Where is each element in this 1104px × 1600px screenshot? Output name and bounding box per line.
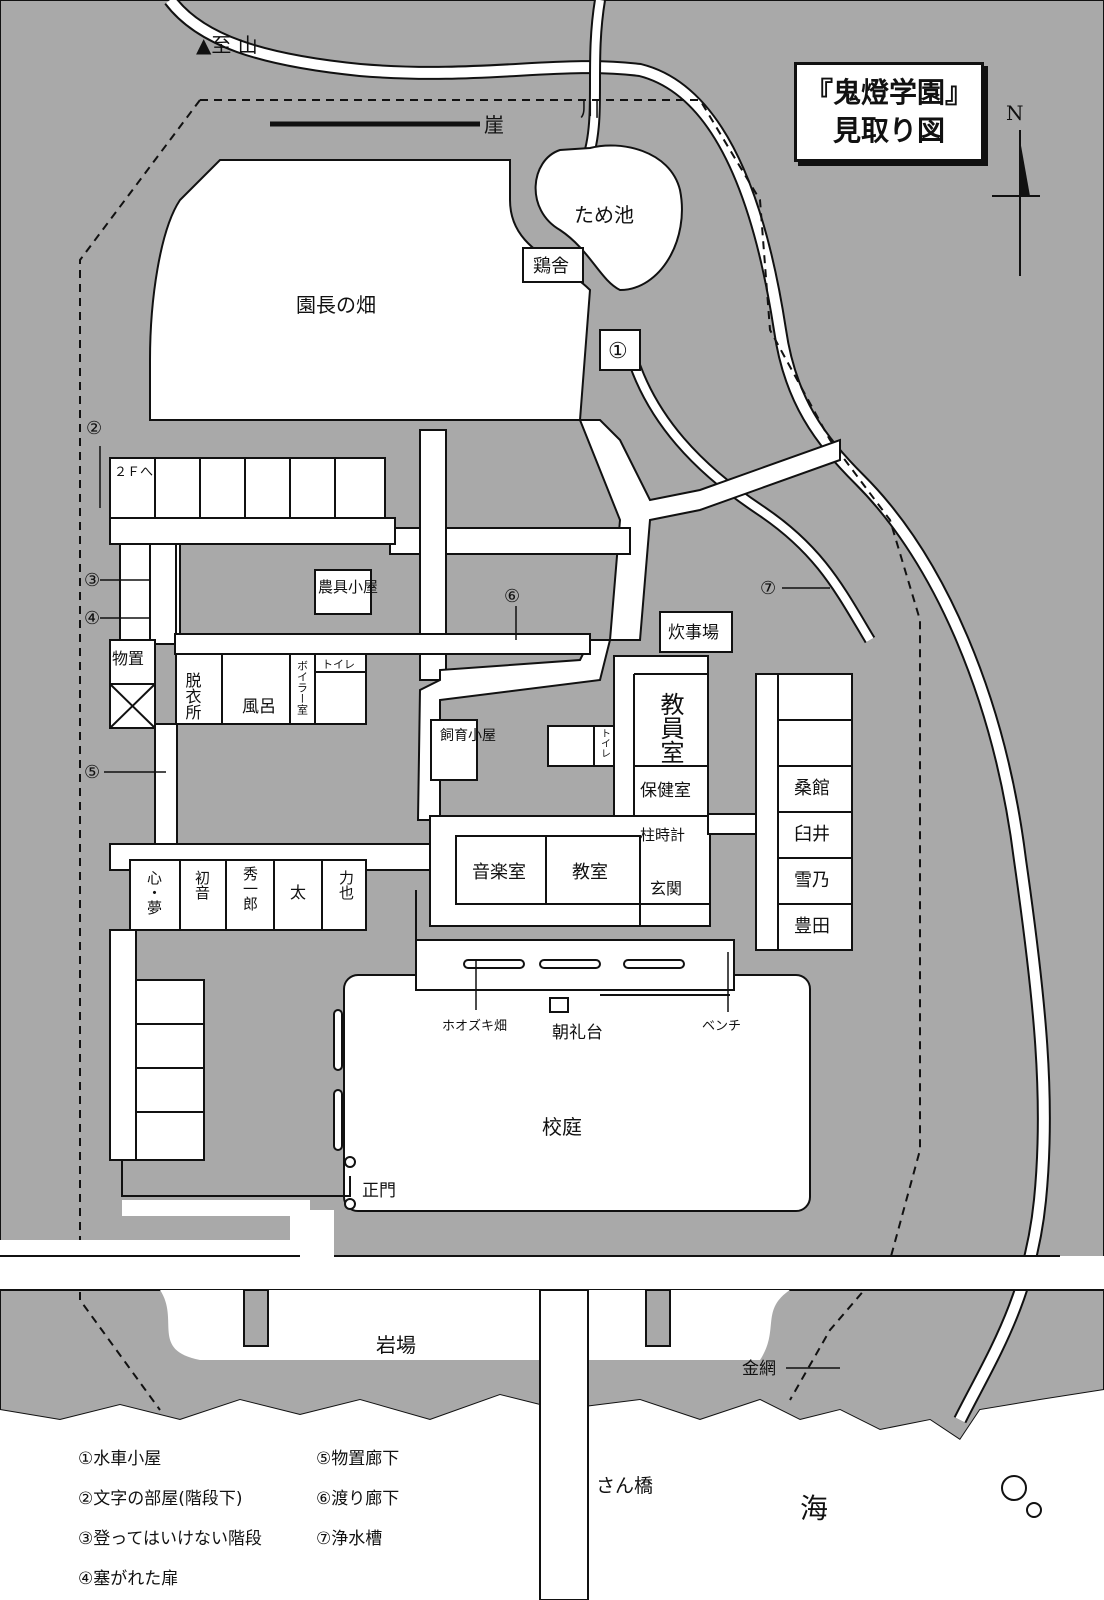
rocks-label: 岩場 (376, 1333, 416, 1357)
legend: ①水車小屋 ②文字の部屋(階段下) ③登ってはいけない階段 ④塞がれた扉 ⑤物置… (0, 1430, 560, 1600)
tool-shed-building (314, 569, 372, 615)
room-shin-yume-label: 心・夢 (145, 870, 163, 915)
dressing-room-label: 脱衣所 (183, 672, 202, 720)
storage-label: 物置 (112, 649, 144, 668)
bench-label: ベンチ (702, 1019, 741, 1034)
marker-5: ⑤ (84, 762, 100, 783)
schoolyard-area (343, 974, 811, 1212)
legend-item: ④塞がれた扉 (78, 1569, 179, 1589)
marker-2: ② (86, 418, 102, 439)
pier-structure (539, 1289, 589, 1600)
cliff-label: 崖 (484, 113, 504, 137)
marker-6: ⑥ (504, 586, 520, 607)
gate-post (344, 1156, 356, 1168)
toilet2-label: トイレ (599, 728, 611, 758)
to-mountain-label: ▲至 山 (196, 33, 258, 57)
boiler-label: ボイラー室 (296, 660, 309, 715)
sea-rock (1026, 1502, 1042, 1518)
legend-item: ②文字の部屋(階段下) (78, 1489, 243, 1509)
sea-label: 海 (800, 1492, 828, 1525)
marker-4: ④ (84, 608, 100, 629)
music-room-label: 音楽室 (472, 862, 526, 883)
marker-7: ⑦ (760, 578, 776, 599)
director-field-label: 園長の畑 (296, 293, 376, 317)
waterwheel-marker: ① (608, 339, 628, 364)
schoolyard-label: 校庭 (542, 1115, 582, 1139)
room-hideichiro-label: 秀一郎 (241, 866, 259, 911)
hozuki-field-label: ホオズキ畑 (442, 1018, 507, 1034)
bath-label: 風呂 (242, 697, 276, 717)
legend-item: ①水車小屋 (78, 1449, 162, 1469)
west-dorm-upper (109, 457, 396, 645)
corridor-6 (174, 633, 591, 655)
chicken-coop-building (522, 247, 584, 283)
breeding-hut-label: 飼育小屋 (440, 728, 496, 744)
main-gate-label: 正門 (362, 1181, 396, 1201)
marker-3: ③ (84, 570, 100, 591)
room-toyota-label: 豊田 (794, 916, 830, 937)
waterwheel-hut (599, 329, 641, 371)
pond-label: ため池 (574, 203, 634, 227)
toilet1-label: トイレ (322, 658, 355, 671)
legend-item: ⑦浄水槽 (316, 1529, 383, 1549)
legend-item: ⑥渡り廊下 (316, 1489, 400, 1509)
room-futoshi-label: 太 (290, 883, 306, 902)
morning-stand-label: 朝礼台 (552, 1023, 603, 1043)
classroom-label: 教室 (572, 862, 608, 883)
room-hatsune-label: 初音 (193, 870, 211, 900)
director-field (149, 159, 592, 421)
pier-label: さん橋 (596, 1475, 653, 1497)
river-label: 川 (580, 97, 600, 121)
morning-stand-box (549, 997, 569, 1013)
tool-shed-label: 農具小屋 (318, 578, 378, 596)
compass-label: N (1006, 101, 1024, 125)
legend-item: ③登ってはいけない階段 (78, 1529, 263, 1549)
east-dorm (755, 673, 853, 951)
south-road (0, 1160, 310, 1280)
breeding-hut-building (430, 719, 478, 781)
room-rikiya-label: 力也 (337, 870, 355, 900)
hozuki-rows (333, 959, 685, 1151)
staff-room-label: 教員室 (656, 692, 684, 764)
room-kuwadate-label: 桑館 (794, 778, 830, 799)
kitchen-label: 炊事場 (668, 623, 719, 643)
room-usui-label: 臼井 (794, 824, 830, 845)
gate-post (344, 1198, 356, 1210)
room-yukino-label: 雪乃 (794, 870, 830, 891)
map-title: 『鬼燈学園』 見取り図 (794, 62, 984, 162)
legend-item: ⑤物置廊下 (316, 1449, 400, 1469)
to-2f-label: ２Ｆへ (114, 465, 153, 480)
chicken-coop-label: 鶏舎 (533, 256, 569, 277)
title-line-2: 見取り図 (832, 114, 945, 147)
rocky-shore (160, 1290, 790, 1360)
sea-rock (1001, 1475, 1027, 1501)
entrance-label: 玄関 (650, 879, 682, 898)
fence-label: 金網 (742, 1359, 776, 1379)
bath-block (109, 639, 367, 845)
pond (534, 144, 683, 292)
north-arrow (992, 130, 1040, 276)
infirmary-label: 保健室 (640, 781, 691, 801)
title-line-1: 『鬼燈学園』 (804, 76, 973, 109)
pillar-clock-label: 柱時計 (640, 826, 685, 844)
kitchen-building (659, 611, 733, 653)
gate-road (0, 1256, 1104, 1290)
west-dorm-lower (109, 843, 431, 1161)
